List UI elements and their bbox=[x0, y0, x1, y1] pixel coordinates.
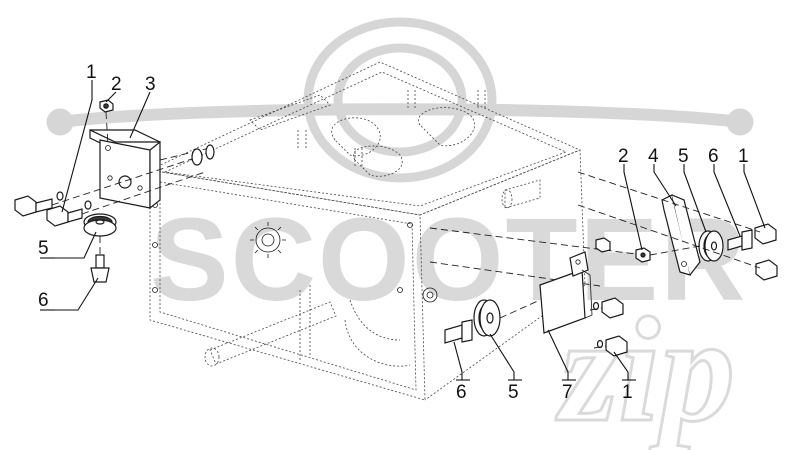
pulley-right bbox=[698, 230, 724, 262]
pulley-left bbox=[83, 213, 117, 237]
watermark: SCOOTER zip bbox=[46, 17, 754, 450]
nut-lower bbox=[595, 237, 611, 253]
callout-1-bottom: 1 bbox=[622, 382, 633, 403]
bolt-right-upper bbox=[754, 223, 777, 245]
callout-3-top-left: 3 bbox=[145, 74, 156, 95]
nut-right bbox=[635, 247, 651, 263]
callout-5-left: 5 bbox=[38, 238, 49, 259]
callout-6-bottom: 6 bbox=[456, 382, 467, 403]
right-bracket-assembly bbox=[429, 171, 778, 287]
plate-bracket-lower bbox=[539, 251, 593, 334]
bolt-lower-lower bbox=[605, 335, 628, 357]
callout-5-right: 5 bbox=[678, 146, 689, 167]
left-bracket-assembly bbox=[14, 99, 215, 283]
callout-2-right: 2 bbox=[618, 146, 629, 167]
callout-1-top-left: 1 bbox=[86, 62, 97, 83]
callout-labels: 1 2 3 5 6 2 4 5 6 1 6 5 7 1 bbox=[38, 62, 749, 403]
callout-underlines bbox=[40, 257, 636, 381]
callout-7-bottom: 7 bbox=[562, 382, 573, 403]
bolt-left-upper bbox=[14, 195, 53, 217]
pin-lower bbox=[444, 319, 473, 344]
bolt-left-lower bbox=[46, 205, 83, 227]
callout-4-right: 4 bbox=[648, 146, 659, 167]
housing-gear bbox=[250, 222, 286, 258]
lower-bracket-assembly bbox=[444, 237, 628, 357]
callout-5-bottom: 5 bbox=[508, 382, 519, 403]
callout-1-right: 1 bbox=[738, 146, 749, 167]
callout-6-right: 6 bbox=[708, 146, 719, 167]
arm-bracket-right bbox=[661, 194, 701, 276]
bracket-left bbox=[89, 129, 161, 210]
callout-6-left: 6 bbox=[38, 290, 49, 311]
bolt-lower-upper bbox=[601, 297, 624, 319]
bolt-right-lower bbox=[755, 259, 778, 281]
transmission-housing bbox=[148, 61, 586, 401]
watermark-logo bbox=[46, 17, 754, 183]
pin-left bbox=[90, 254, 110, 283]
pulley-lower bbox=[473, 299, 501, 337]
callout-2-top-left: 2 bbox=[111, 74, 122, 95]
pin-right bbox=[727, 229, 753, 251]
callout-leaders bbox=[55, 80, 766, 380]
